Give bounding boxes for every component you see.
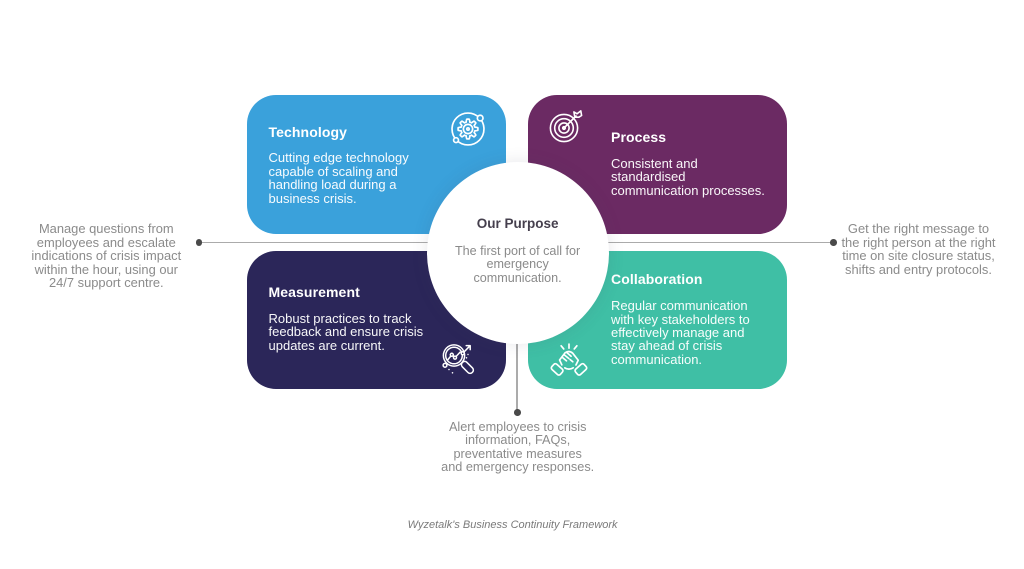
right-connector-dot (830, 239, 837, 246)
right-callout-text: Get the right message to the right perso… (841, 221, 996, 277)
our-purpose-title: Our Purpose (476, 216, 559, 232)
collaboration-title: Collaboration (611, 270, 703, 287)
magnifier-chart-icon (437, 338, 477, 378)
collaboration-card: Collaboration Regular communication with… (527, 251, 787, 389)
target-icon (546, 106, 586, 146)
gear-icon (447, 108, 489, 150)
handshake-icon (548, 339, 590, 381)
diagram-caption: Wyzetalk's Business Continuity Framework (407, 519, 618, 532)
technology-title: Technology (268, 123, 348, 140)
measurement-title: Measurement (268, 284, 360, 301)
bottom-connector-dot (514, 409, 521, 416)
technology-body: Cutting edge technology capable of scali… (268, 150, 409, 206)
bottom-callout-text: Alert employees to crisis information, F… (441, 420, 595, 474)
process-title: Process (611, 129, 667, 146)
measurement-body: Robust practices to track feedback and e… (268, 310, 424, 353)
our-purpose-circle: Our Purpose The first port of call for e… (426, 162, 609, 345)
left-callout-text: Manage questions from employees and esca… (31, 221, 182, 291)
left-connector-dot (195, 239, 203, 246)
our-purpose-body: The first port of call for emergency com… (454, 243, 581, 286)
process-body: Consistent and standardised communicatio… (611, 155, 765, 198)
collaboration-body: Regular communication with key stakehold… (611, 298, 750, 367)
